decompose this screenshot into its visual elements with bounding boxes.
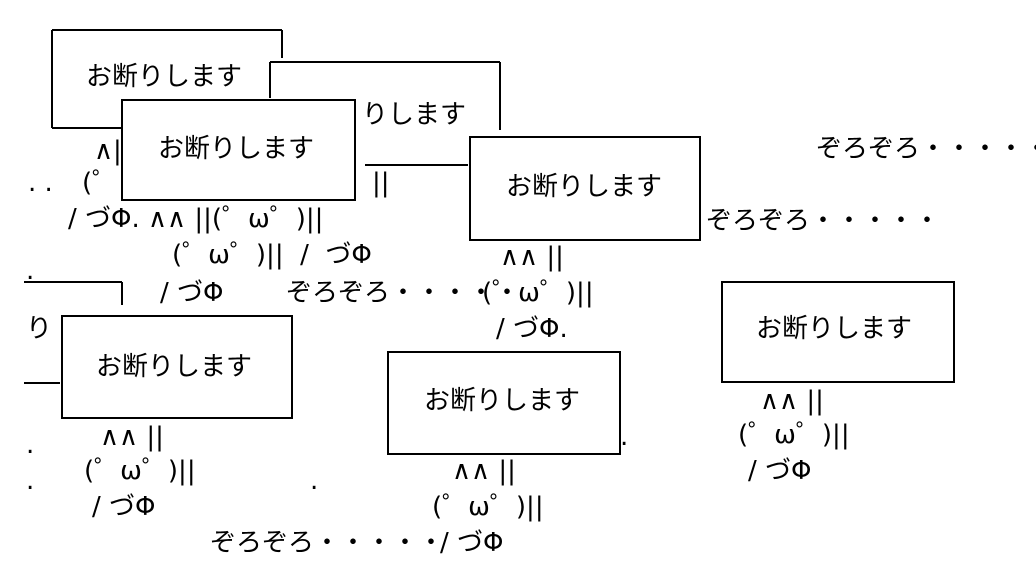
sign-text-left-cut: り [26, 314, 53, 344]
dot-left-1: . [26, 256, 35, 286]
dot-mid: . [310, 466, 319, 496]
dot-left-2: . [26, 430, 35, 460]
ears-6: ∧∧ || [452, 456, 516, 486]
zorozoro-top-right: ぞろぞろ・・・・・ [816, 134, 1036, 164]
hands-7: / づΦ [748, 456, 812, 486]
face-4: (゜ω゜)|| [482, 278, 594, 308]
sign-text-4: お断りします [506, 172, 663, 202]
face-and-hands-row: (゜ω゜)|| / づΦ [172, 240, 372, 270]
face-6: (゜ω゜)|| [432, 492, 544, 522]
ears-4: ∧∧ || [500, 242, 564, 272]
face-fragment: (゜ [82, 168, 119, 198]
face-7: (゜ω゜)|| [738, 420, 850, 450]
hands-5: / づΦ [92, 492, 156, 522]
sign-text-6: お断りします [424, 386, 581, 416]
sign-text-7: お断りします [756, 314, 913, 344]
hands-6: / づΦ [440, 528, 504, 558]
hands-3: / づΦ [160, 278, 224, 308]
ears-5: ∧∧ || [100, 422, 164, 452]
bar-fragment: || [372, 168, 390, 198]
zorozoro-mid: ぞろぞろ・・・・・ [286, 278, 521, 308]
ears-fragment: ∧| [94, 136, 122, 166]
dot-left-3: . [26, 466, 35, 496]
sign-text-5: お断りします [96, 352, 253, 382]
dots-fragment: . . [28, 168, 53, 198]
dot-sign6: . [620, 422, 629, 452]
ears-7: ∧∧ || [760, 386, 824, 416]
sign-text-1: お断りします [86, 62, 243, 92]
hands-and-face-row: / づΦ. ∧∧ ||(゜ω゜)|| [68, 204, 324, 234]
sign-text-2-cut: りします [362, 100, 467, 130]
zorozoro-bottom: ぞろぞろ・・・・・ [210, 528, 445, 558]
face-5: (゜ω゜)|| [84, 456, 196, 486]
hands-4: / づΦ. [496, 314, 568, 344]
sign-text-3: お断りします [158, 134, 315, 164]
zorozoro-right: ぞろぞろ・・・・・ [706, 206, 941, 236]
